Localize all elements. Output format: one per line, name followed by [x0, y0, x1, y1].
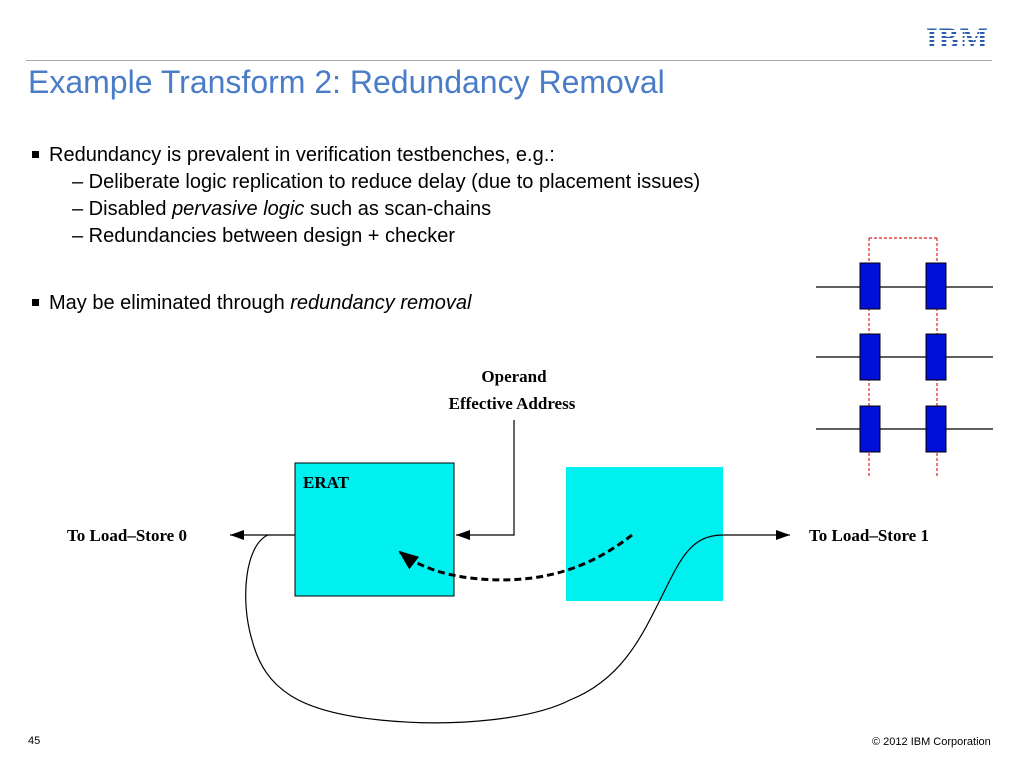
sub-bullet-text: – Redundancies between design + checker	[72, 225, 456, 247]
latch	[925, 333, 947, 381]
right-output-label: To Load–Store 1	[809, 526, 929, 545]
bullet-text: Redundancy is prevalent in verification …	[49, 144, 555, 166]
bullet-item: May be eliminated through redundancy rem…	[32, 290, 471, 316]
latch	[925, 262, 947, 310]
operand-input-arrow	[456, 420, 515, 540]
bullet-emphasis: redundancy removal	[290, 292, 472, 314]
left-output-label: To Load–Store 0	[67, 526, 187, 545]
latch	[859, 405, 881, 453]
effective-address-label: Effective Address	[449, 394, 576, 413]
copyright: © 2012 IBM Corporation	[872, 736, 991, 748]
latch	[859, 333, 881, 381]
sub-bullet-text: – Disabled	[72, 198, 173, 220]
bullet-square-icon	[32, 151, 39, 158]
sub-bullet-item: – Disabled pervasive logic such as scan-…	[72, 196, 491, 222]
redundant-erat-box	[566, 467, 723, 601]
ibm-logo: IBM	[926, 22, 989, 55]
merge-arrow	[398, 533, 633, 582]
erat-label: ERAT	[303, 473, 350, 492]
erat-box	[294, 462, 455, 597]
bullet-square-icon	[32, 299, 39, 306]
feedthrough-wire	[245, 534, 724, 724]
latch	[859, 262, 881, 310]
sub-bullet-item: – Redundancies between design + checker	[72, 223, 455, 249]
sub-bullet-emphasis: pervasive logic	[172, 198, 305, 220]
page-number: 45	[28, 735, 41, 747]
latch	[925, 405, 947, 453]
scan-chain-inset	[816, 237, 993, 478]
sub-bullet-text: – Deliberate logic replication to reduce…	[72, 171, 701, 193]
bullet-text: May be eliminated through	[49, 292, 291, 314]
page-title: Example Transform 2: Redundancy Removal	[28, 64, 665, 100]
bullet-item: Redundancy is prevalent in verification …	[32, 142, 555, 168]
sub-bullet-item: – Deliberate logic replication to reduce…	[72, 169, 700, 195]
title-divider	[26, 60, 992, 61]
operand-label: Operand	[481, 367, 547, 386]
sub-bullet-text: such as scan-chains	[304, 198, 492, 220]
